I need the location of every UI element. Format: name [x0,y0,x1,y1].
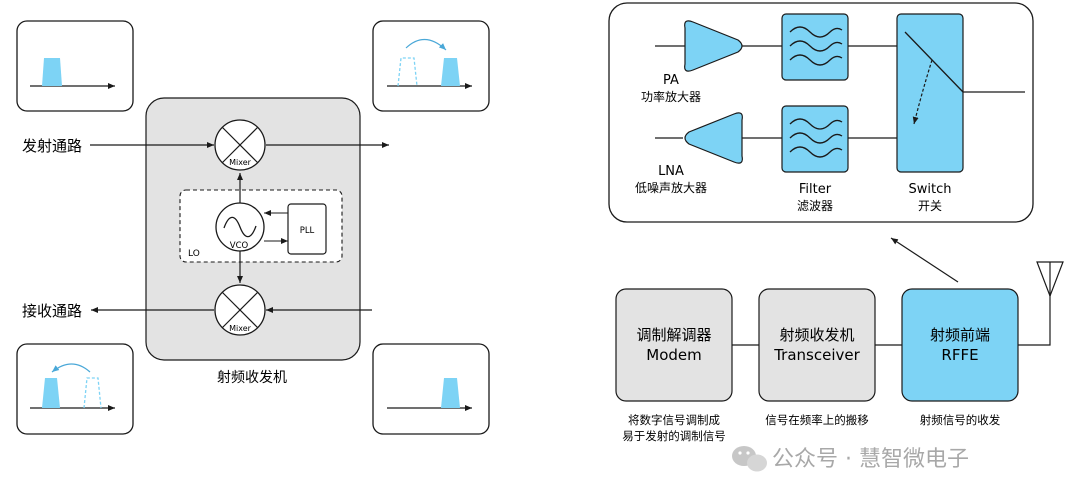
transceiver-en-label: Transceiver [773,346,860,364]
wechat-icon [732,446,767,472]
transceiver-caption: 射频收发机 [217,370,287,386]
transceiver-desc: 信号在频率上的搬移 [765,413,869,427]
rffe-en-label: RFFE [941,346,978,364]
filter-label: Filter [799,182,832,197]
lo-label: LO [188,249,200,259]
filter-bottom-icon [781,105,849,173]
pa-icon [684,20,743,72]
pa-sub-label: 功率放大器 [641,89,701,104]
filter-top-icon [781,13,849,81]
pll-block [287,203,327,255]
rffe-block [901,288,1019,402]
modem-desc-line-2: 易于发射的调制信号 [622,429,726,443]
modem-en-label: Modem [646,346,701,364]
transceiver-chain-block [758,288,876,402]
pll-label: PLL [300,226,315,236]
transceiver-cn-label: 射频收发机 [779,326,854,344]
antenna-icon [1036,261,1064,298]
lna-icon [684,112,743,164]
rffe-desc: 射频信号的收发 [920,413,1001,427]
tx-path-label: 发射通路 [22,137,82,155]
mixer-bottom-icon [214,284,266,336]
mixer-top-icon [214,119,266,171]
switch-icon [896,13,964,173]
rx-path-label: 接收通路 [22,302,82,320]
spectrum-panel-bottom-left [16,343,134,435]
lna-label: LNA [658,164,684,179]
switch-label: Switch [909,182,952,197]
spectrum-panel-top-left [16,20,134,112]
rffe-cn-label: 射频前端 [930,326,990,344]
modem-cn-label: 调制解调器 [636,326,711,344]
filter-sub-label: 滤波器 [797,199,833,213]
vco-label: VCO [230,241,249,251]
modem-block [615,288,733,402]
modem-desc-line-1: 将数字信号调制成 [628,413,720,427]
mixer-bottom-label: Mixer [229,324,252,333]
mixer-top-label: Mixer [229,158,252,167]
pa-label: PA [663,73,679,88]
watermark-text: 公众号 · 慧智微电子 [772,447,969,472]
lna-sub-label: 低噪声放大器 [635,180,707,195]
spectrum-panel-bottom-right [372,343,490,435]
spectrum-panel-top-right [372,20,490,112]
switch-sub-label: 开关 [918,199,942,213]
